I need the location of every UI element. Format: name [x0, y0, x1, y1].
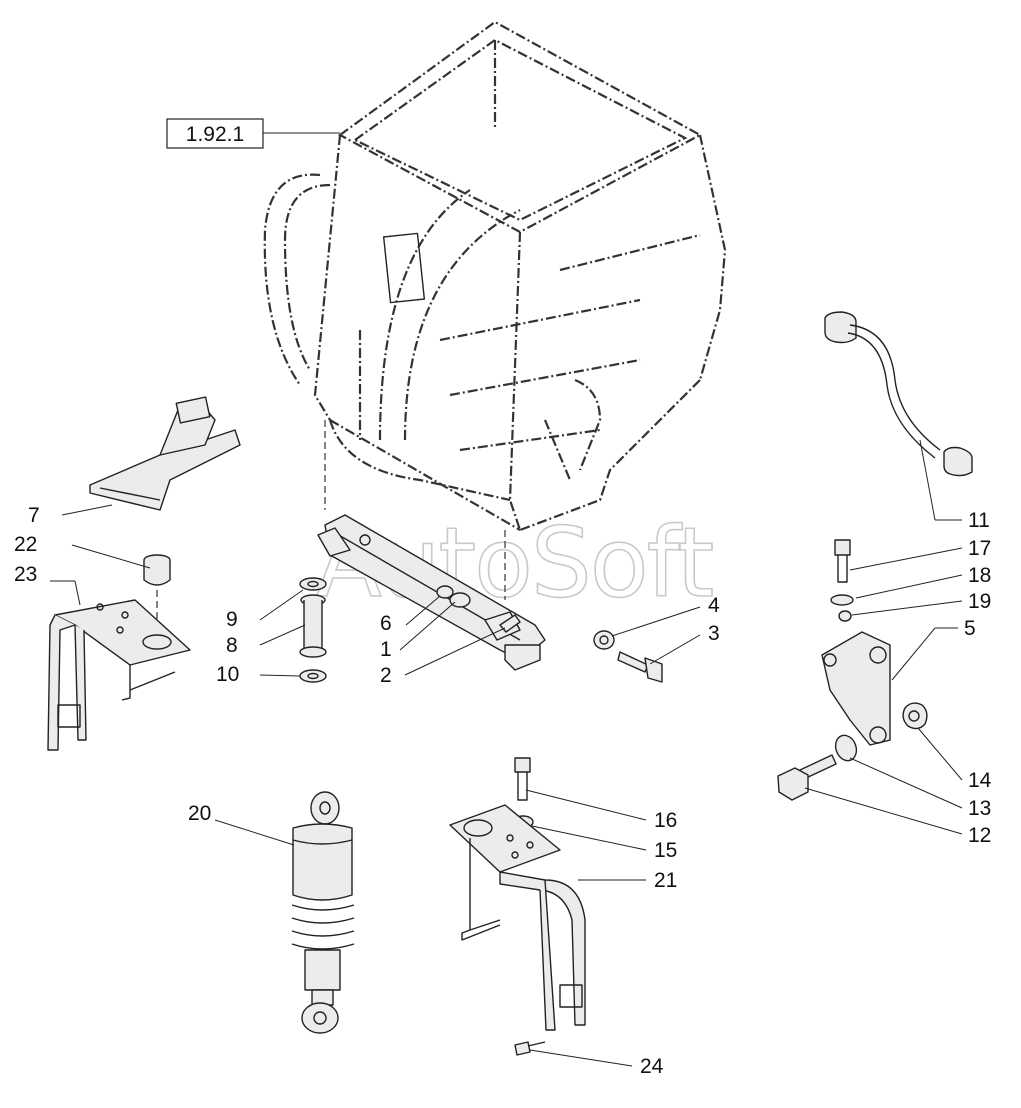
callout-5[interactable]: 5: [964, 617, 976, 640]
callout-19[interactable]: 19: [968, 590, 991, 613]
leader-lines: [50, 439, 963, 1067]
callout-22[interactable]: 22: [14, 533, 37, 556]
reference-box-label: 1.92.1: [186, 123, 244, 146]
part-21-support: [449, 804, 586, 1056]
callout-10[interactable]: 10: [216, 663, 239, 686]
callout-12[interactable]: 12: [968, 824, 991, 847]
callout-9[interactable]: 9: [226, 608, 238, 631]
cab-frame: [263, 20, 727, 600]
callout-21[interactable]: 21: [654, 869, 677, 892]
parts-12-13-14-fasteners: [777, 702, 928, 801]
callout-1[interactable]: 1: [380, 638, 392, 661]
part-5-plate: [821, 631, 891, 746]
parts-8-9-10-pin: [299, 577, 327, 683]
part-7-bracket: [89, 396, 241, 511]
callout-15[interactable]: 15: [654, 839, 677, 862]
parts-17-18-19-fasteners: [830, 539, 854, 622]
callout-13[interactable]: 13: [968, 797, 991, 820]
part-23-support: [47, 599, 191, 751]
part-22-rubber-mount: [143, 554, 171, 635]
part-20-shock-absorber: [291, 791, 355, 1034]
callout-4[interactable]: 4: [708, 594, 720, 617]
callout-8[interactable]: 8: [226, 634, 238, 657]
reference-box[interactable]: 1.92.1: [166, 118, 264, 149]
callout-23[interactable]: 23: [14, 563, 37, 586]
callout-14[interactable]: 14: [968, 769, 992, 792]
callout-7[interactable]: 7: [28, 504, 40, 527]
callout-20[interactable]: 20: [188, 802, 211, 825]
callout-2[interactable]: 2: [380, 664, 392, 687]
callout-17[interactable]: 17: [968, 537, 991, 560]
parts-3-4-bolt-nut: [593, 630, 663, 683]
parts-1-2-6-mount-beam: [317, 514, 546, 671]
callouts: 7 22 23 9 8 10 6 1 2 4 3 11 17 18 19 5 1…: [14, 504, 992, 1078]
callout-16[interactable]: 16: [654, 809, 677, 832]
callout-6[interactable]: 6: [380, 612, 392, 635]
callout-24[interactable]: 24: [640, 1055, 664, 1078]
callout-11[interactable]: 11: [968, 509, 990, 532]
callout-18[interactable]: 18: [968, 564, 991, 587]
part-11-link-rod: [824, 311, 973, 477]
callout-3[interactable]: 3: [708, 622, 720, 645]
